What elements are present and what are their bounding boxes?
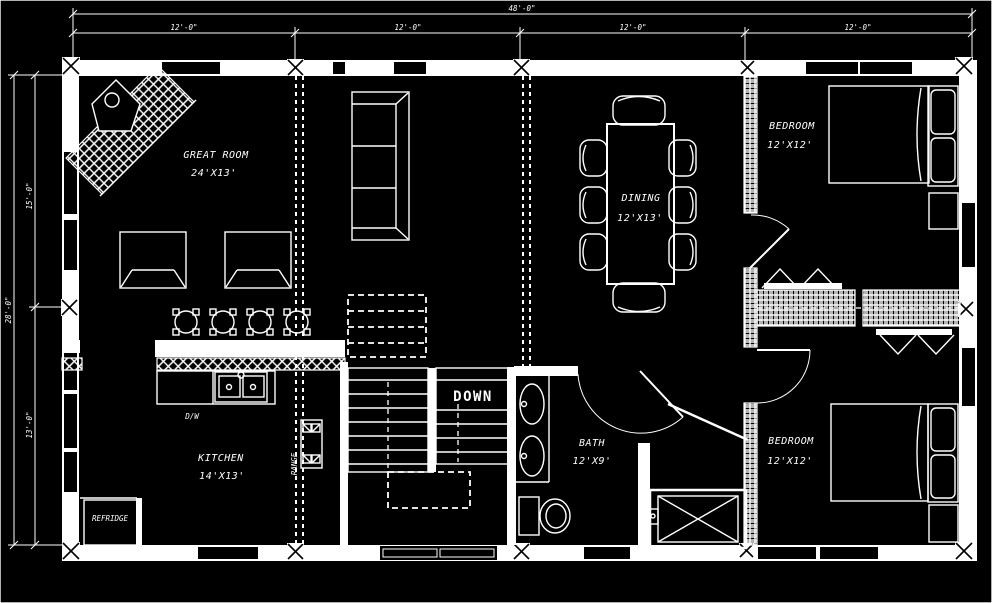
dining-table — [606, 123, 675, 285]
range — [300, 419, 323, 469]
base-cabinets — [156, 370, 276, 405]
bedroom-se-door — [756, 349, 811, 404]
bedroom-ne-furniture — [828, 85, 959, 230]
doors — [577, 214, 811, 434]
great-room-size: 24'X13' — [191, 168, 237, 179]
bed — [830, 403, 929, 502]
bedroom-closets — [756, 267, 961, 356]
kitchen-size: 14'X13' — [199, 471, 245, 482]
bedroom-se-size: 12'X12' — [767, 456, 813, 467]
bath-label: BATH — [579, 438, 606, 449]
bedroom-ne-door — [749, 214, 790, 269]
bedroom-ne-size: 12'X12' — [767, 140, 813, 151]
stairs-down-label: DOWN — [453, 389, 493, 405]
shower — [647, 488, 748, 550]
kitchen-sink — [214, 371, 268, 403]
dim-left-segment-1: 15'-0" — [25, 182, 34, 209]
dim-overall-depth: 28'-0" — [4, 296, 13, 323]
dining-end-chair — [612, 282, 666, 313]
bar-counter — [155, 340, 345, 357]
refrigerator — [80, 497, 142, 546]
staircase — [347, 294, 511, 509]
bath-fixtures — [516, 374, 748, 550]
dining-furniture — [579, 95, 697, 313]
dimension-lines-top: 48'-0" 12'-0" 12'-0" 12'-0" 12'-0" — [68, 4, 977, 60]
bedroom-se-furniture — [830, 403, 959, 543]
dim-overall-width: 48'-0" — [508, 4, 535, 13]
nightstand — [928, 192, 959, 230]
nightstand — [928, 504, 959, 543]
great-room-label: GREAT ROOM — [183, 150, 249, 161]
sofa — [351, 91, 410, 241]
range-label: RANGE — [290, 452, 299, 475]
dim-top-segment-3: 12'-0" — [619, 23, 646, 32]
dim-top-segment-2: 12'-0" — [394, 23, 421, 32]
armchair — [119, 231, 187, 289]
kitchen-label: KITCHEN — [197, 453, 244, 464]
dim-left-segment-2: 13'-0" — [25, 411, 34, 438]
dimension-lines-left: 28'-0" 15'-0" 13'-0" — [4, 70, 62, 550]
vanity-sinks — [516, 374, 550, 483]
room-labels: GREAT ROOM 24'X13' DINING 12'X13' KITCHE… — [183, 121, 815, 482]
bath-size: 12'X9' — [572, 456, 611, 467]
bar-stools — [172, 308, 311, 336]
refrigerator-label: REFRIDGE — [92, 514, 129, 523]
dishwasher-label: D/W — [184, 412, 200, 421]
kitchen-fixtures — [61, 340, 346, 546]
bath-door — [577, 370, 684, 434]
annotation-labels: DOWN D/W RANGE REFRIDGE — [92, 389, 493, 523]
bedroom-ne-label: BEDROOM — [769, 121, 815, 132]
bedroom-se-label: BEDROOM — [768, 436, 814, 447]
dim-top-segment-4: 12'-0" — [844, 23, 871, 32]
bed — [828, 85, 930, 184]
dining-label: DINING — [620, 193, 660, 204]
dining-end-chair — [612, 95, 666, 126]
dim-top-segment-1: 12'-0" — [170, 23, 197, 32]
toilet — [518, 496, 571, 536]
log-end-markers — [61, 57, 974, 560]
dining-size: 12'X13' — [617, 213, 663, 224]
corner-fireplace — [65, 65, 197, 197]
armchair — [224, 231, 292, 289]
great-room-furniture — [119, 91, 410, 336]
